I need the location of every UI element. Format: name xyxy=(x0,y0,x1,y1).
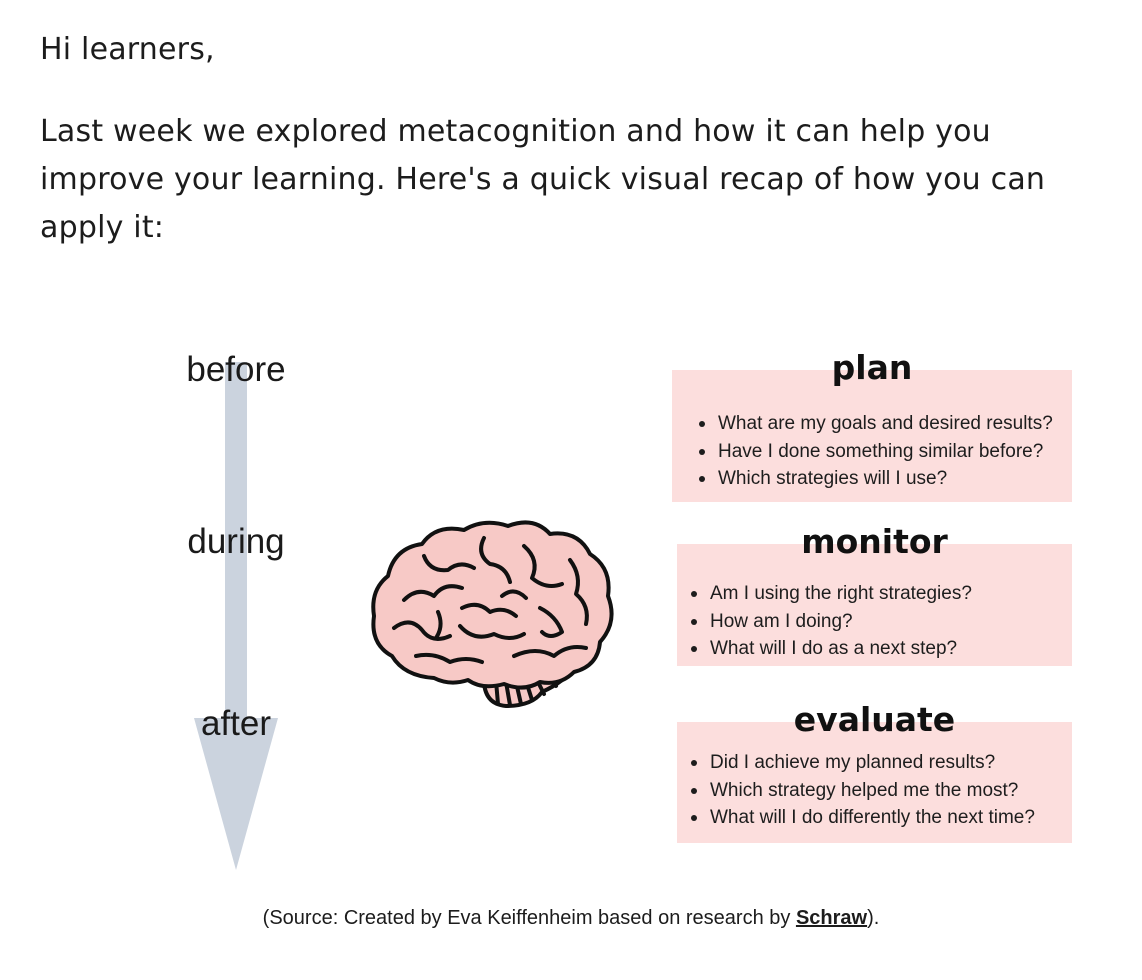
evaluate-card: evaluate Did I achieve my planned result… xyxy=(677,700,1072,843)
monitor-card: monitor Am I using the right strategies?… xyxy=(677,522,1072,666)
plan-card: plan What are my goals and desired resul… xyxy=(672,348,1072,502)
schraw-link[interactable]: Schraw xyxy=(795,907,868,929)
metacognition-figure: before during after plan xyxy=(0,300,1142,900)
list-item: How am I doing? xyxy=(691,608,972,636)
list-item: Did I achieve my planned results? xyxy=(691,749,1035,777)
greeting: Hi learners, xyxy=(40,32,215,67)
phase-before-label: before xyxy=(186,350,286,389)
monitor-list: Am I using the right strategies? How am … xyxy=(677,580,972,663)
list-item: What will I do differently the next time… xyxy=(691,804,1035,832)
list-item: Am I using the right strategies? xyxy=(691,580,972,608)
arrow-shaft xyxy=(225,362,247,722)
phase-after-label: after xyxy=(200,704,272,743)
intro-paragraph: Last week we explored metacognition and … xyxy=(40,114,1046,245)
figure-caption: (Source: Created by Eva Keiffenheim base… xyxy=(0,907,1142,930)
plan-title: plan xyxy=(831,348,913,387)
monitor-title: monitor xyxy=(801,522,948,561)
brain-icon xyxy=(371,520,614,708)
plan-list: What are my goals and desired results? H… xyxy=(672,410,1053,493)
list-item: Have I done something similar before? xyxy=(699,438,1053,466)
evaluate-title: evaluate xyxy=(793,700,956,739)
phase-during-label: during xyxy=(187,522,285,561)
caption-suffix: ). xyxy=(867,907,880,929)
list-item: What are my goals and desired results? xyxy=(699,410,1053,438)
evaluate-list: Did I achieve my planned results? Which … xyxy=(677,749,1035,832)
list-item: What will I do as a next step? xyxy=(691,635,972,663)
list-item: Which strategy helped me the most? xyxy=(691,777,1035,805)
arrow-head xyxy=(194,718,278,870)
timeline-arrow-icon xyxy=(194,362,278,870)
list-item: Which strategies will I use? xyxy=(699,465,1053,493)
caption-prefix: (Source: Created by Eva Keiffenheim base… xyxy=(262,907,796,929)
